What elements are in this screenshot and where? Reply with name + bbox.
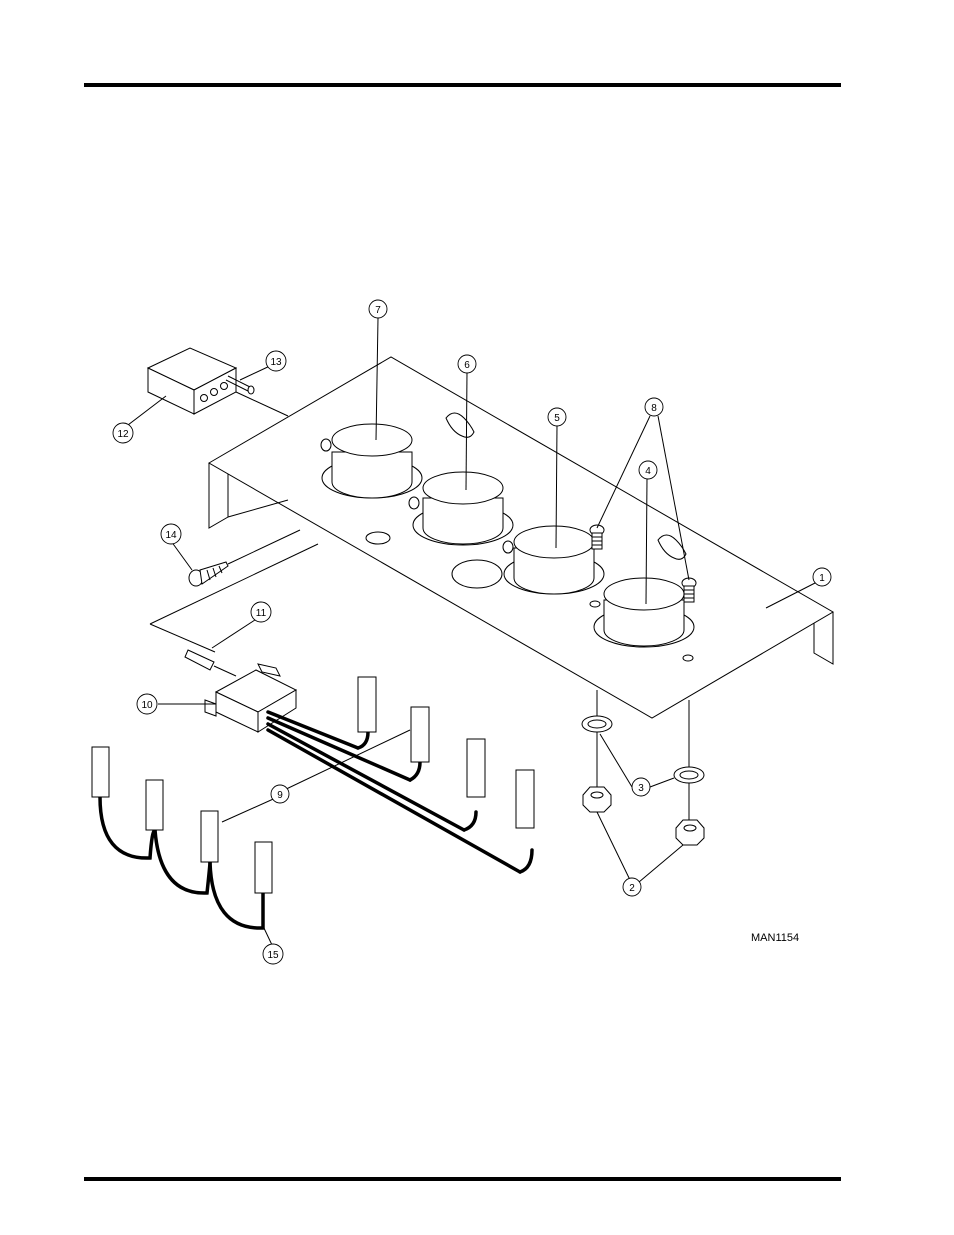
svg-text:10: 10: [141, 700, 153, 711]
harness-wires: [268, 712, 532, 872]
knob-7: [321, 424, 422, 498]
callout-15: 15: [263, 944, 283, 964]
callout-2: 2: [623, 878, 641, 896]
svg-text:9: 9: [277, 790, 283, 801]
svg-text:1: 1: [819, 573, 825, 584]
callout-8: 8: [645, 398, 663, 416]
callout-3: 3: [632, 778, 650, 796]
harness-plugs: [358, 677, 534, 828]
callout-11: 11: [251, 602, 271, 622]
svg-text:12: 12: [117, 429, 129, 440]
screw-14: [189, 530, 300, 586]
svg-text:2: 2: [629, 883, 635, 894]
svg-text:3: 3: [638, 783, 644, 794]
svg-text:8: 8: [651, 403, 657, 414]
svg-text:13: 13: [270, 357, 282, 368]
figure-id-label: MAN1154: [751, 932, 799, 944]
callout-7: 7: [369, 300, 387, 318]
svg-text:15: 15: [267, 950, 279, 961]
callout-5: 5: [548, 408, 566, 426]
svg-text:14: 14: [165, 530, 177, 541]
svg-text:6: 6: [464, 360, 470, 371]
svg-text:7: 7: [375, 305, 381, 316]
callout-14: 14: [161, 524, 181, 544]
svg-text:5: 5: [554, 413, 560, 424]
callout-4: 4: [639, 461, 657, 479]
callout-9: 9: [271, 785, 289, 803]
knob-4: [594, 578, 694, 647]
callout-12: 12: [113, 423, 133, 443]
callout-6: 6: [458, 355, 476, 373]
callout-10: 10: [137, 694, 157, 714]
plug-connector: [185, 650, 296, 732]
callout-13: 13: [266, 351, 286, 371]
svg-text:4: 4: [645, 466, 651, 477]
knob-6: [409, 472, 513, 545]
callout-1: 1: [813, 568, 831, 586]
jumper-harness: [92, 747, 272, 928]
svg-text:11: 11: [256, 608, 267, 619]
knob-5: [503, 526, 604, 594]
